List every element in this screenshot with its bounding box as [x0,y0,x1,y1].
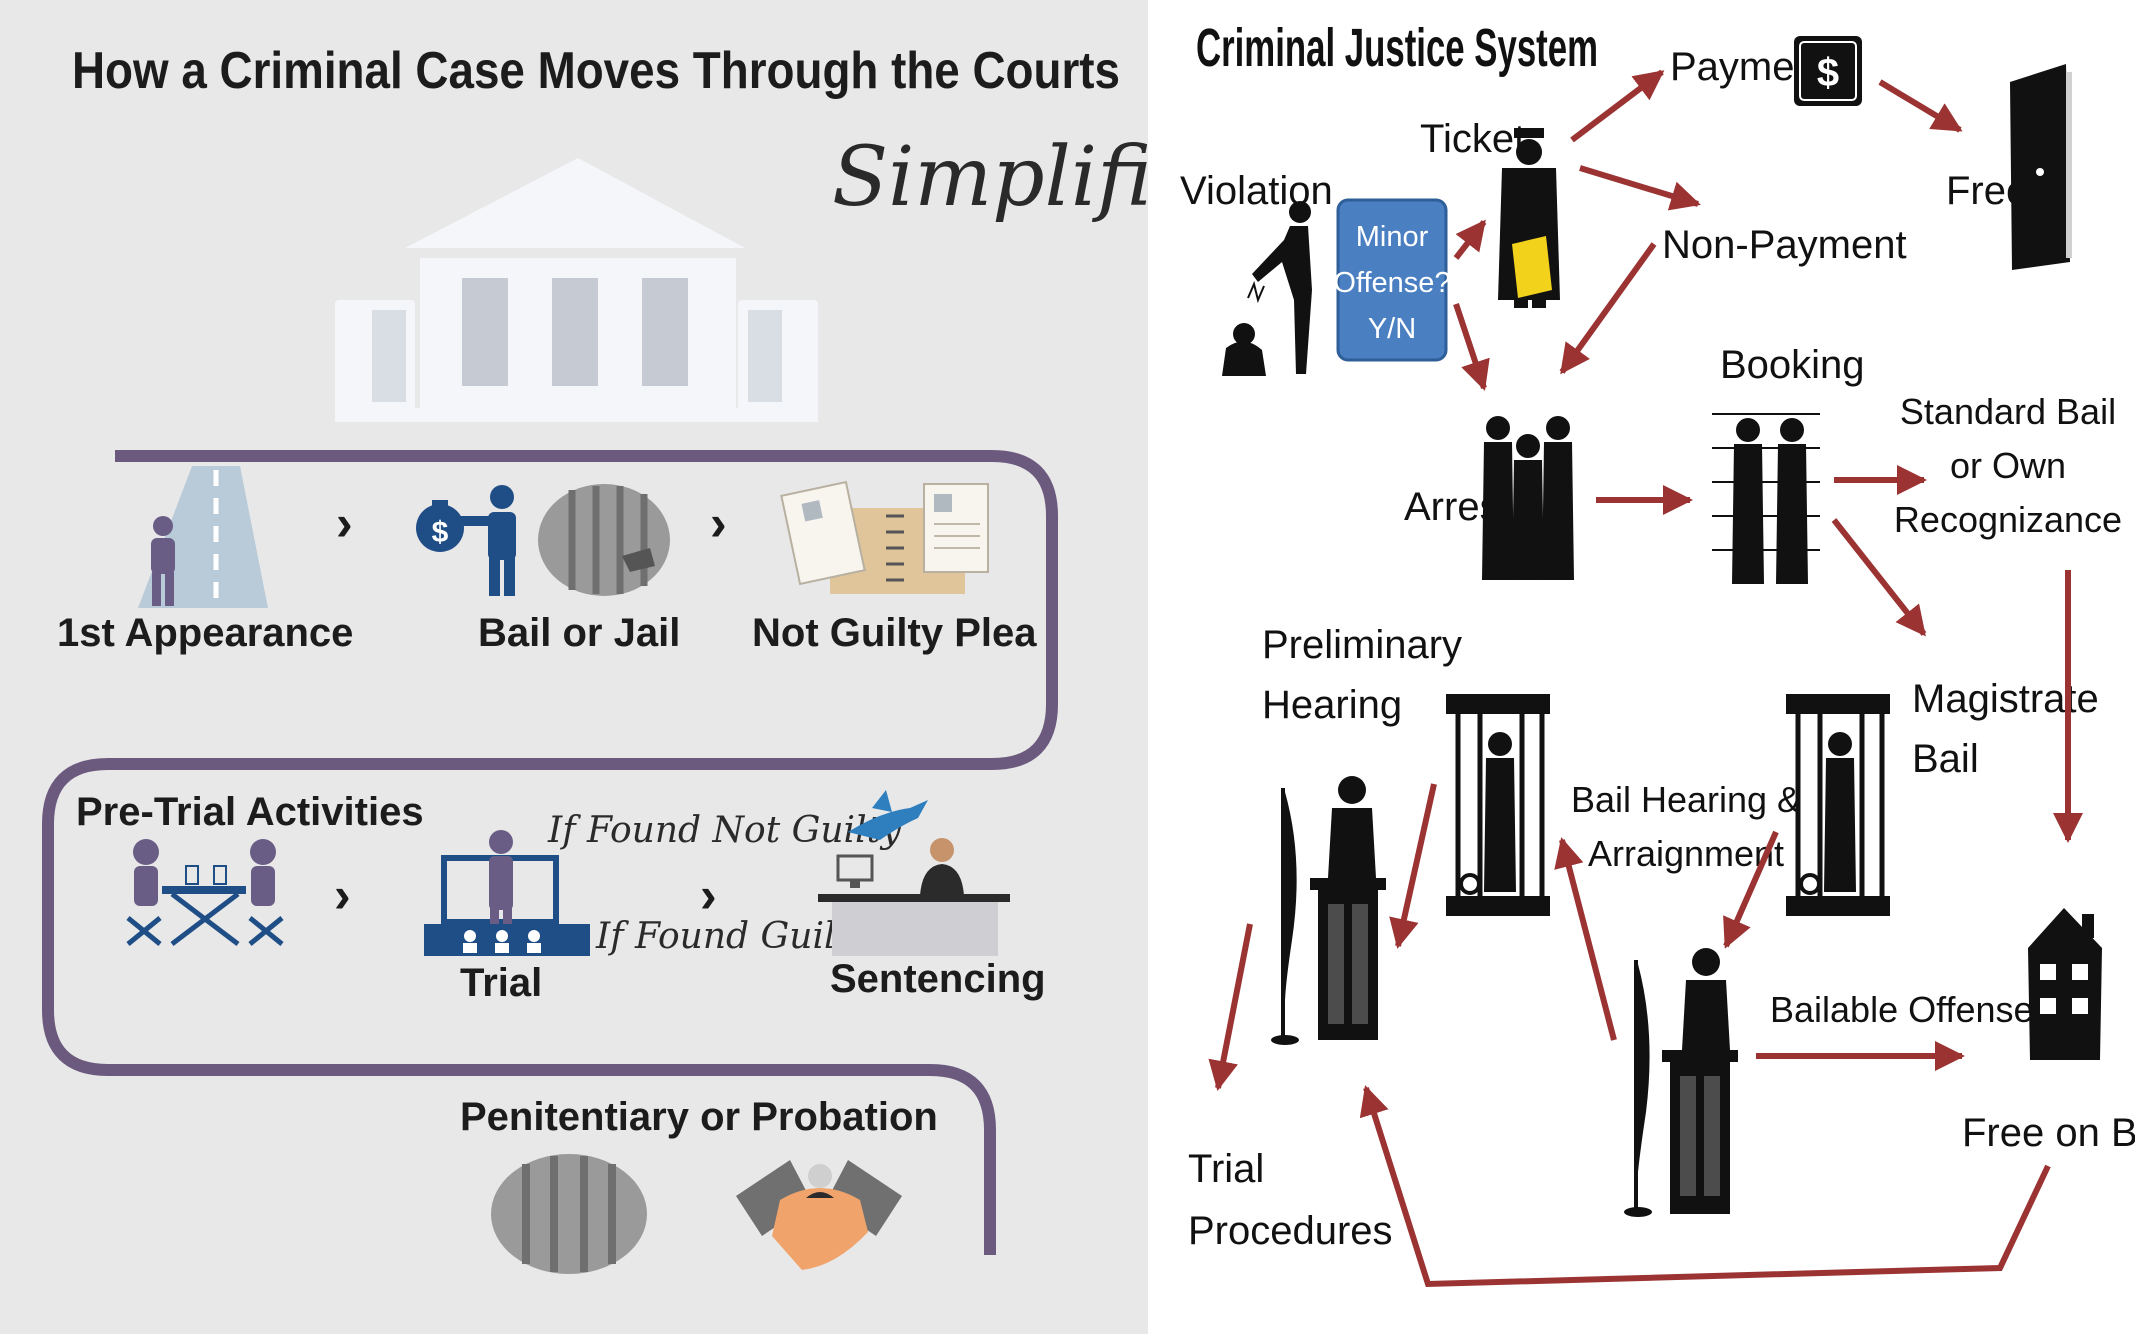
prison-bars-icon [491,1154,647,1274]
jail-cell-icon [1786,694,1890,916]
right-title: Criminal Justice System [1196,18,1598,78]
arrow-minor-to-arrest [1453,303,1490,391]
branch-guilty: If Found Guilty [595,916,871,957]
arrow-magistrate-to-bail-hearing [1723,830,1779,949]
bird-icon [848,790,928,840]
jail-cell-icon [538,484,670,596]
step-pre-trial-activities: Pre-Trial Activities [76,790,424,834]
right-panel: Criminal Justice System Violation Ticket… [1148,0,2135,1334]
step-bail-or-jail: Bail or Jail [478,611,680,655]
arrow-free-on-bail-to-trial [1359,1085,2051,1288]
judge-podium-icon [1271,776,1386,1045]
minor-offense-box: Minor Offense? Y/N [1333,198,1451,362]
meeting-table-icon [126,839,284,946]
chevron-right-icon: › [710,495,727,551]
arrow-preliminary-to-trial [1208,923,1253,1091]
svg-text:$: $ [432,516,449,549]
node-magistrate-bail-line2: Bail [1912,737,1979,781]
left-title: How a Criminal Case Moves Through the Co… [72,42,1120,100]
node-preliminary-hearing-line2: Hearing [1262,683,1402,727]
arrow-booking-to-magistrate [1831,518,1927,637]
arrow-jail-to-preliminary [1389,783,1437,949]
left-panel: How a Criminal Case Moves Through the Co… [0,0,1253,1334]
person-icon [151,516,175,606]
arrow-minor-to-ticket [1453,219,1487,260]
step-trial: Trial [460,961,542,1005]
booking-lineup-icon [1712,413,1820,584]
node-preliminary-hearing-line1: Preliminary [1262,623,1462,667]
node-free-on-bail: Free on Bail [1962,1111,2135,1155]
step-not-guilty-plea: Not Guilty Plea [752,611,1037,655]
handshake-icon [736,1160,902,1270]
arrest-group-icon [1482,416,1574,580]
jail-cell-icon [1446,694,1550,916]
process-path [42,450,1058,1255]
node-ticket: Ticket [1420,117,1525,161]
node-trial-procedures-line1: Trial [1188,1147,1264,1191]
node-booking: Booking [1720,343,1865,387]
arrow-bail-hearing-to-jail [1554,837,1617,1041]
step-sentencing: Sentencing [830,957,1046,1001]
arrow-ticket-to-payment [1570,69,1665,143]
node-bail-hearing-line2: Arraignment [1588,833,1784,874]
node-violation: Violation [1180,169,1333,213]
svg-text:Minor: Minor [1356,221,1429,253]
node-trial-procedures-line2: Procedures [1188,1209,1393,1253]
node-non-payment: Non-Payment [1662,223,1907,267]
arrow-payment-to-free [1878,79,1963,133]
dollar-bill-icon: $ [1794,36,1862,106]
node-standard-bail-line2: or Own [1950,445,2066,486]
house-icon [2028,908,2102,1060]
chevron-right-icon: › [336,495,353,551]
branch-not-guilty: If Found Not Guilty [547,810,902,851]
arrow-ticket-to-nonpayment [1579,165,1701,211]
courthouse-icon [335,158,818,422]
step-first-appearance: 1st Appearance [57,611,353,655]
arrow-nonpayment-to-arrest [1559,242,1657,375]
node-standard-bail-line1: Standard Bail [1900,391,2116,432]
money-bag-icon: $ [416,500,464,552]
svg-text:Y/N: Y/N [1368,313,1416,345]
police-officer-icon [1498,128,1560,308]
chevron-right-icon: › [700,867,717,923]
sentencing-desk-icon [818,838,1010,956]
documents-icon [780,480,989,594]
step-penitentiary-or-probation: Penitentiary or Probation [460,1095,938,1139]
chevron-right-icon: › [334,867,351,923]
trial-screen-icon [424,830,590,956]
node-bailable-offense: Bailable Offense [1770,989,2034,1030]
svg-text:Offense?: Offense? [1333,267,1450,299]
person-giving-bail-icon [460,485,516,596]
door-icon [2010,64,2072,270]
violation-figures-icon [1222,201,1312,376]
node-bail-hearing-line1: Bail Hearing & [1571,779,1801,820]
svg-text:$: $ [1817,51,1839,95]
node-standard-bail-line3: Recognizance [1894,499,2122,540]
judge-podium-icon [1624,948,1738,1217]
